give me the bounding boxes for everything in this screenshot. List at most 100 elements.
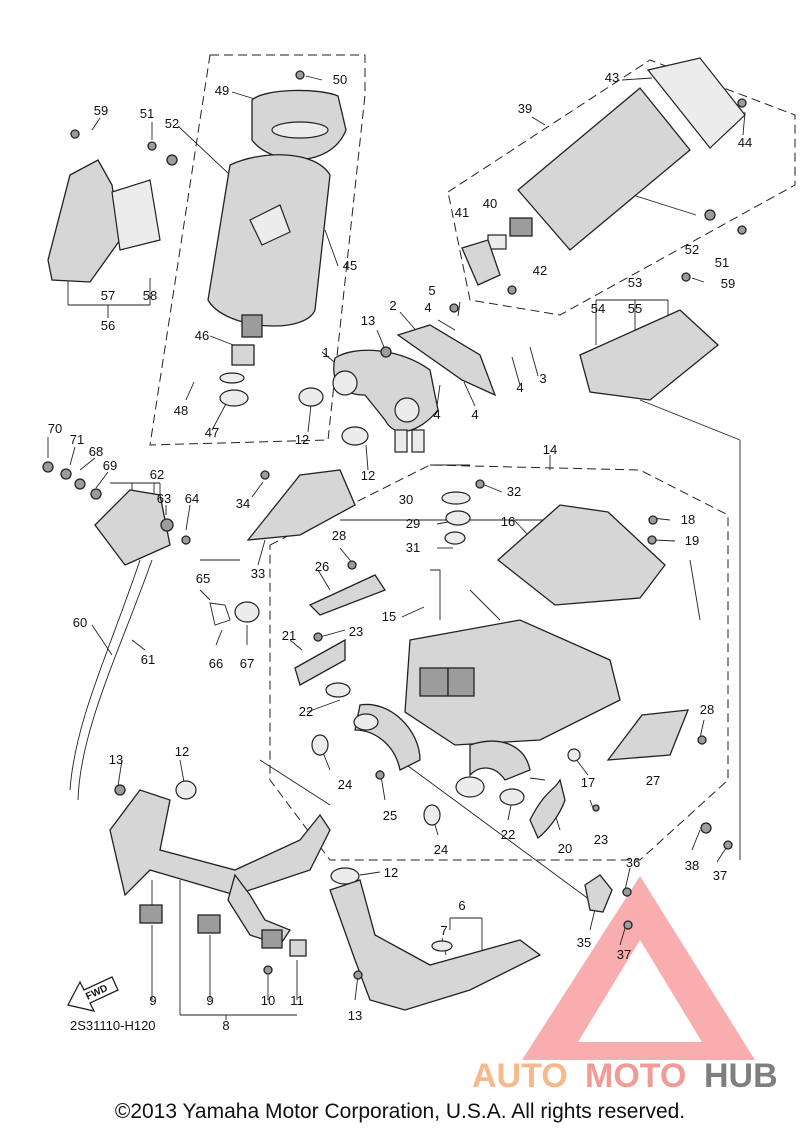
callout: 68: [89, 444, 103, 459]
callout: 28: [332, 528, 346, 543]
callout: 40: [483, 196, 497, 211]
callout: 39: [518, 101, 532, 116]
callout: 32: [507, 484, 521, 499]
callout: 23: [349, 624, 363, 639]
callout: 21: [282, 628, 296, 643]
svg-text:MOTO: MOTO: [585, 1057, 686, 1095]
callout: 17: [581, 775, 595, 790]
callout: 2: [389, 298, 396, 313]
callout: 56: [101, 318, 115, 333]
callout: 18: [681, 512, 695, 527]
callout: 61: [141, 652, 155, 667]
callout: 46: [195, 328, 209, 343]
leader-lines: [47, 75, 746, 1020]
callout: 13: [348, 1008, 362, 1023]
callout-labels: 1 2 3 4 4 4 4 5 6 7 8 9 9 10 11 12 12 12…: [48, 70, 752, 1033]
watermark-logo: [522, 876, 755, 1060]
callout: 1: [322, 345, 329, 360]
callout: 47: [205, 425, 219, 440]
svg-text:AUTO: AUTO: [472, 1057, 568, 1095]
callout: 49: [215, 83, 229, 98]
callout: 57: [101, 288, 115, 303]
callout: 36: [626, 855, 640, 870]
callout: 24: [338, 777, 352, 792]
callout: 16: [501, 514, 515, 529]
callout: 70: [48, 421, 62, 436]
callout: 34: [236, 496, 250, 511]
watermark-text: AUTO MOTO HUB: [472, 1057, 778, 1095]
callout: 29: [406, 516, 420, 531]
callout: 59: [94, 103, 108, 118]
diagram-code: 2S31110-H120: [70, 1018, 156, 1033]
callout: 43: [605, 70, 619, 85]
callout: 15: [382, 609, 396, 624]
callout: 58: [143, 288, 157, 303]
callout: 67: [240, 656, 254, 671]
exhaust-parts: [42, 57, 747, 1011]
callout: 27: [646, 773, 660, 788]
callout: 48: [174, 403, 188, 418]
callout: 19: [685, 533, 699, 548]
callout: 9: [206, 993, 213, 1008]
callout: 25: [383, 808, 397, 823]
callout: 9: [149, 993, 156, 1008]
callout: 12: [295, 432, 309, 447]
callout: 7: [440, 923, 447, 938]
callout: 6: [458, 898, 465, 913]
callout: 20: [558, 841, 572, 856]
callout: 26: [315, 559, 329, 574]
callout: 30: [399, 492, 413, 507]
callout: 12: [175, 744, 189, 759]
svg-text:HUB: HUB: [704, 1057, 778, 1095]
callout: 38: [685, 858, 699, 873]
callout: 45: [343, 258, 357, 273]
callout: 8: [222, 1018, 229, 1033]
callout: 51: [140, 106, 154, 121]
callout: 53: [628, 275, 642, 290]
group-outlines: [149, 54, 796, 861]
callout: 71: [70, 432, 84, 447]
callout: 59: [721, 276, 735, 291]
callout: 28: [700, 702, 714, 717]
callout: 13: [361, 313, 375, 328]
fwd-arrow-icon: FWD: [67, 976, 119, 1012]
callout: 64: [185, 491, 199, 506]
callout: 52: [685, 242, 699, 257]
callout: 31: [406, 540, 420, 555]
callout: 69: [103, 458, 117, 473]
callout: 37: [713, 868, 727, 883]
callout: 63: [157, 491, 171, 506]
callout: 10: [261, 993, 275, 1008]
copyright-notice: ©2013 Yamaha Motor Corporation, U.S.A. A…: [114, 1100, 686, 1123]
callout: 4: [424, 300, 431, 315]
callout: 24: [434, 842, 448, 857]
callout: 66: [209, 656, 223, 671]
callout: 37: [617, 947, 631, 962]
callout: 5: [428, 283, 435, 298]
callout: 11: [290, 993, 304, 1008]
callout: 12: [384, 865, 398, 880]
callout: 44: [738, 135, 752, 150]
callout: 22: [501, 827, 515, 842]
callout: 51: [715, 255, 729, 270]
callout: 4: [471, 407, 478, 422]
callout: 50: [333, 72, 347, 87]
callout: 35: [577, 935, 591, 950]
callout: 52: [165, 116, 179, 131]
callout: 60: [73, 615, 87, 630]
callout: 4: [433, 407, 440, 422]
callout: 12: [361, 468, 375, 483]
callout: 65: [196, 571, 210, 586]
callout: 42: [533, 263, 547, 278]
callout: 23: [594, 832, 608, 847]
callout: 3: [539, 371, 546, 386]
callout: 54: [591, 301, 605, 316]
callout: 14: [543, 442, 557, 457]
callout: 33: [251, 566, 265, 581]
callout: 22: [299, 704, 313, 719]
callout: 13: [109, 752, 123, 767]
callout: 55: [628, 301, 642, 316]
callout: 62: [150, 467, 164, 482]
callout: 41: [455, 205, 469, 220]
